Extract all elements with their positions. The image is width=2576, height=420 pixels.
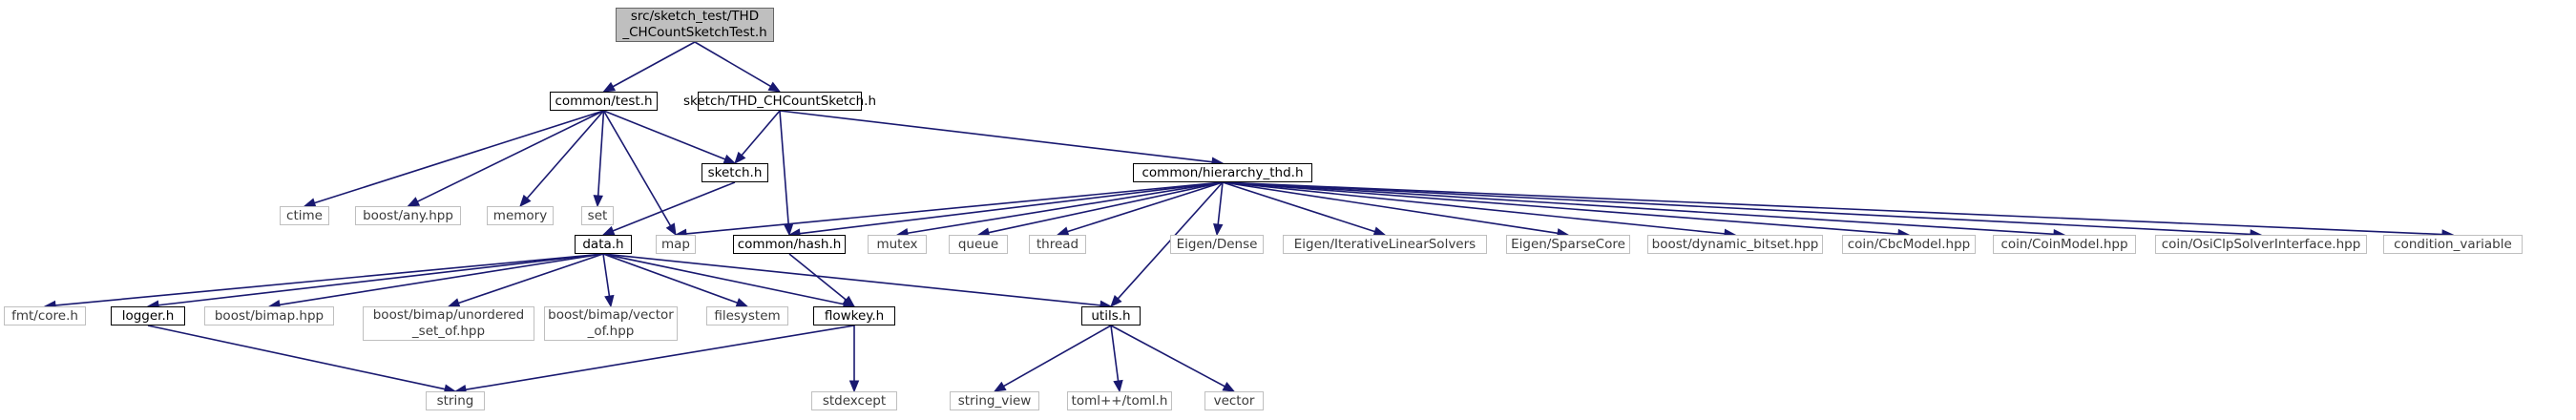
- arrowhead-hash_h-to-flowkey_h: [842, 295, 856, 307]
- node-thread: thread: [1029, 235, 1086, 254]
- edge-hierarchy-to-mutex: [907, 181, 1224, 235]
- edge-hash_h-to-flowkey_h: [788, 253, 847, 301]
- arrowhead-sketch_h-to-data_h: [601, 225, 616, 236]
- edge-hierarchy-to-queue: [988, 181, 1224, 234]
- node-vector: vector: [1204, 391, 1264, 410]
- edge-data_h-to-flowkey_h: [602, 253, 845, 305]
- edge-hierarchy-to-thread: [1067, 181, 1224, 233]
- arrowhead-common_test-to-sketch_h: [723, 154, 737, 164]
- arrowhead-common_test-to-map: [665, 222, 677, 237]
- edge-root-to-common_test: [612, 41, 696, 88]
- edge-root-to-sketch_thd: [694, 41, 771, 88]
- edge-logger_h-to-string: [147, 325, 446, 390]
- edge-utils_h-to-string_view: [1003, 325, 1112, 388]
- arrowhead-utils_h-to-string_view: [993, 381, 1007, 392]
- edge-sketch_thd-to-sketch_h: [741, 110, 781, 157]
- node-eigen-dense: Eigen/Dense: [1170, 235, 1264, 254]
- node-common-hierarchy-thd-h[interactable]: common/hierarchy_thd.h: [1133, 163, 1312, 182]
- arrowhead-common_test-to-set: [593, 195, 603, 208]
- edge-data_h-to-utils_h: [602, 253, 1101, 306]
- node-boost-bimap-vector-of-hpp: boost/bimap/vector _of.hpp: [544, 306, 678, 341]
- node-common-hash-h[interactable]: common/hash.h: [733, 235, 846, 254]
- edge-data_h-to-fmt_core: [54, 253, 604, 306]
- node-fmt-core-h: fmt/core.h: [4, 306, 86, 326]
- node-map: map: [656, 235, 696, 254]
- edge-hierarchy-to-eigen_ils: [1222, 181, 1375, 233]
- node-string: string: [426, 391, 485, 410]
- edge-hierarchy-to-coin_cbc: [1222, 181, 1899, 235]
- edge-hierarchy-to-coin_model: [1222, 181, 2055, 236]
- node-root-file: src/sketch_test/THD _CHCountSketchTest.h: [616, 8, 774, 42]
- edge-utils_h-to-vector: [1110, 325, 1225, 388]
- node-queue: queue: [949, 235, 1008, 254]
- arrowhead-utils_h-to-vector: [1222, 381, 1236, 392]
- arrowhead-hierarchy-to-utils_h: [1110, 294, 1122, 307]
- edge-hierarchy-to-cond_var: [1222, 181, 2443, 236]
- node-sketch-thd-chcountsketch-h[interactable]: sketch/THD_CHCountSketch.h: [683, 92, 876, 111]
- edge-common_test-to-memory: [526, 110, 605, 200]
- node-eigen-sparsecore: Eigen/SparseCore: [1506, 235, 1630, 254]
- edge-common_test-to-boost_any: [417, 110, 604, 202]
- edge-common_test-to-map: [602, 110, 672, 226]
- arrowhead-root-to-sketch_thd: [767, 81, 782, 93]
- node-sketch-h[interactable]: sketch.h: [702, 163, 768, 182]
- edge-common_test-to-set: [597, 110, 605, 197]
- node-eigen-iterative-linear-solvers: Eigen/IterativeLinearSolvers: [1283, 235, 1487, 254]
- edge-hierarchy-to-eigen_sparse: [1222, 181, 1559, 235]
- node-coin-osiclpsolverinterface-hpp: coin/OsiClpSolverInterface.hpp: [2155, 235, 2367, 254]
- edge-data_h-to-bimap_vector: [602, 253, 611, 297]
- edge-hierarchy-to-coin_osi: [1222, 181, 2251, 236]
- node-data-h[interactable]: data.h: [575, 235, 632, 254]
- edge-data_h-to-filesystem: [602, 253, 738, 304]
- arrowhead-root-to-common_test: [602, 81, 617, 93]
- edge-flowkey_h-to-string: [465, 325, 855, 390]
- node-boost-dynamic-bitset-hpp: boost/dynamic_bitset.hpp: [1647, 235, 1823, 254]
- node-utils-h[interactable]: utils.h: [1081, 306, 1141, 326]
- arrowhead-common_test-to-boost_any: [407, 197, 421, 207]
- arrowhead-flowkey_h-to-stdexcept: [848, 380, 860, 393]
- node-stdexcept: stdexcept: [811, 391, 897, 410]
- node-memory: memory: [487, 206, 554, 225]
- edge-data_h-to-logger_h: [157, 253, 604, 306]
- node-ctime: ctime: [280, 206, 329, 225]
- edge-hierarchy-to-map: [685, 181, 1224, 235]
- node-boost-bimap-unordered-set-of-hpp: boost/bimap/unordered _set_of.hpp: [363, 306, 534, 341]
- edge-data_h-to-bimap_unordered: [458, 253, 604, 304]
- node-logger-h[interactable]: logger.h: [111, 306, 185, 326]
- node-common-test-h[interactable]: common/test.h: [550, 92, 658, 111]
- node-string-view: string_view: [950, 391, 1039, 410]
- node-condition-variable: condition_variable: [2383, 235, 2523, 254]
- node-mutex: mutex: [868, 235, 927, 254]
- node-coin-cbcmodel-hpp: coin/CbcModel.hpp: [1842, 235, 1976, 254]
- arrowhead-sketch_thd-to-sketch_h: [734, 151, 746, 165]
- edge-data_h-to-boost_bimap: [279, 253, 604, 306]
- edge-common_test-to-ctime: [314, 110, 604, 204]
- node-coin-coinmodel-hpp: coin/CoinModel.hpp: [1993, 235, 2136, 254]
- edge-sketch_thd-to-hash_h: [779, 110, 789, 225]
- edge-sketch_thd-to-hierarchy: [779, 110, 1213, 163]
- edge-common_test-to-sketch_h: [603, 110, 726, 160]
- node-flowkey-h[interactable]: flowkey.h: [813, 306, 895, 326]
- arrowhead-common_test-to-memory: [519, 194, 532, 207]
- arrowhead-hierarchy-to-eigen_dense: [1213, 222, 1224, 237]
- node-boost-bimap-hpp: boost/bimap.hpp: [204, 306, 334, 326]
- node-boost-any-hpp: boost/any.hpp: [355, 206, 461, 225]
- edge-hierarchy-to-hash_h: [799, 181, 1224, 235]
- edge-hierarchy-to-boost_bitset: [1222, 181, 1726, 235]
- edge-utils_h-to-toml: [1110, 325, 1120, 382]
- node-toml-h: toml++/toml.h: [1067, 391, 1172, 410]
- edge-sketch_h-to-data_h: [612, 181, 736, 232]
- edge-hierarchy-to-eigen_dense: [1217, 181, 1224, 225]
- arrowhead-utils_h-to-toml: [1113, 379, 1123, 393]
- arrowhead-data_h-to-bimap_vector: [604, 294, 615, 308]
- node-filesystem: filesystem: [706, 306, 788, 326]
- node-set: set: [581, 206, 614, 225]
